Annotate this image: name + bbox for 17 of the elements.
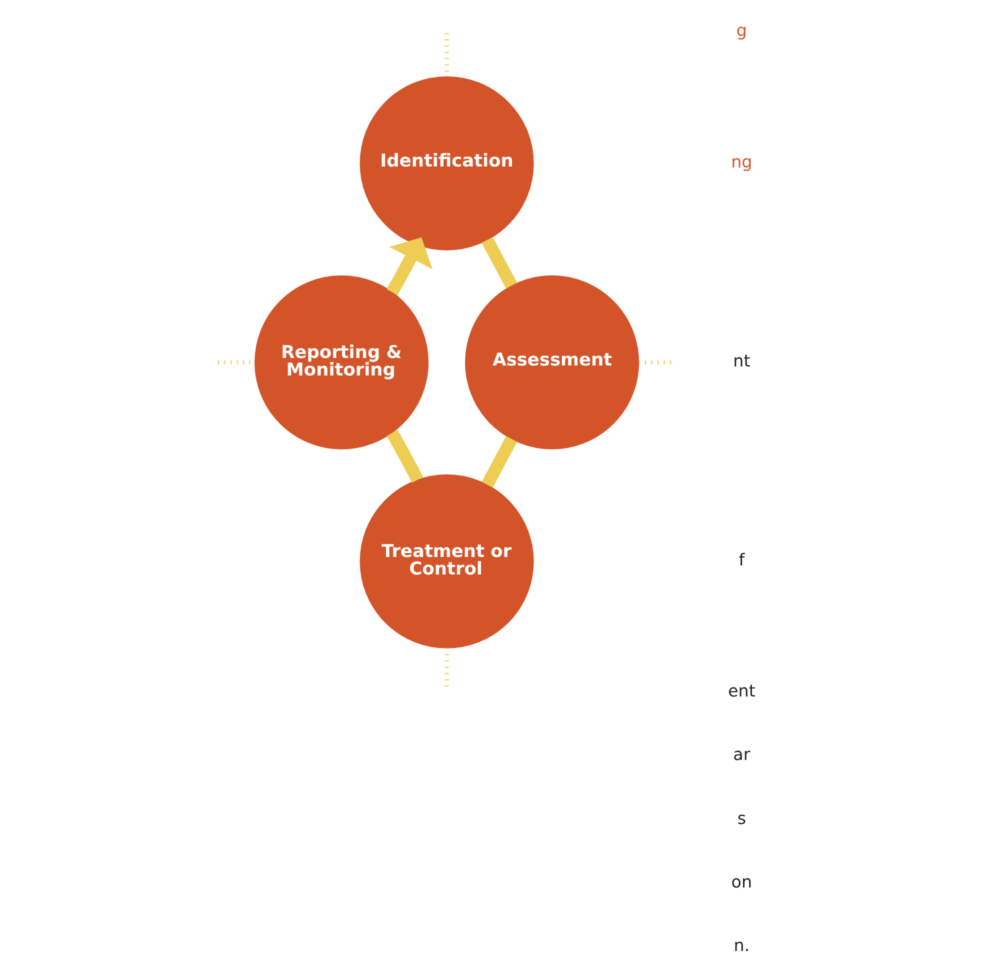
- label: on: [730, 872, 752, 891]
- label: ng: [730, 152, 752, 171]
- label: f: [738, 550, 744, 569]
- node-circle: Treatment or Control: [359, 474, 534, 648]
- label: n.: [733, 935, 750, 954]
- label: nt: [732, 350, 750, 370]
- connector: [481, 436, 517, 488]
- node-circle: Identification: [359, 76, 534, 250]
- node-circle: Reporting & Monitoring: [254, 274, 428, 449]
- label: ar: [732, 744, 750, 764]
- label: g: [736, 20, 746, 40]
- connector: [481, 236, 517, 288]
- node-circle: Assessment: [464, 274, 639, 449]
- label: ent: [728, 681, 755, 700]
- arrow: [386, 236, 432, 295]
- label: s: [736, 808, 746, 828]
- connector: [386, 429, 423, 482]
